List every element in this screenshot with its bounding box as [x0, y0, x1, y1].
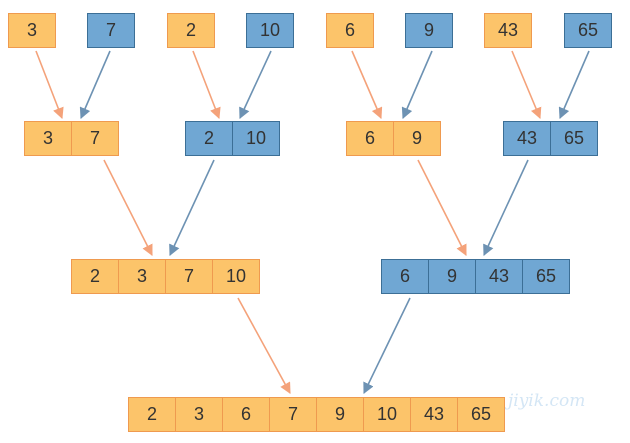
cell: 6: [381, 259, 429, 294]
blue-merge-arrow: [401, 50, 433, 120]
cell: 9: [405, 13, 453, 48]
level1-block-2: 7: [87, 13, 135, 48]
blue-merge-arrow: [483, 159, 529, 257]
level1-block-5: 6: [326, 13, 374, 48]
level2-block-3: 6 9: [346, 121, 441, 156]
blue-merge-arrow: [239, 50, 272, 120]
cell: 10: [363, 397, 411, 432]
cell: 65: [457, 397, 505, 432]
cell: 3: [118, 259, 166, 294]
cell: 9: [393, 121, 441, 156]
cell: 2: [128, 397, 176, 432]
cell: 43: [484, 13, 532, 48]
level1-block-7: 43: [484, 13, 532, 48]
cell: 2: [167, 13, 215, 48]
cell: 3: [175, 397, 223, 432]
cell: 6: [346, 121, 394, 156]
orange-merge-arrow: [511, 50, 542, 120]
level3-block-2: 6 9 43 65: [381, 259, 570, 294]
cell: 43: [503, 121, 551, 156]
orange-merge-arrow: [417, 159, 467, 256]
orange-merge-arrow: [351, 50, 383, 120]
level2-block-2: 2 10: [185, 121, 280, 156]
orange-merge-arrow: [103, 159, 153, 256]
level1-block-6: 9: [405, 13, 453, 48]
cell: 9: [428, 259, 476, 294]
cell: 2: [185, 121, 233, 156]
cell: 7: [269, 397, 317, 432]
cell: 7: [87, 13, 135, 48]
blue-merge-arrow: [79, 50, 111, 120]
cell: 10: [212, 259, 260, 294]
blue-merge-arrow: [558, 50, 590, 120]
cell: 6: [326, 13, 374, 48]
orange-merge-arrow: [35, 50, 64, 120]
cell: 10: [232, 121, 280, 156]
level1-block-8: 65: [564, 13, 612, 48]
cell: 7: [71, 121, 119, 156]
level2-block-1: 3 7: [24, 121, 119, 156]
cell: 43: [475, 259, 523, 294]
orange-merge-arrow: [237, 297, 291, 394]
level1-block-4: 10: [246, 13, 294, 48]
orange-merge-arrow: [192, 50, 221, 120]
level1-block-3: 2: [167, 13, 215, 48]
cell: 7: [165, 259, 213, 294]
level3-block-1: 2 3 7 10: [71, 259, 260, 294]
level1-block-1: 3: [8, 13, 56, 48]
cell: 65: [522, 259, 570, 294]
watermark: jiyik.com: [508, 391, 586, 411]
blue-merge-arrow: [169, 159, 215, 257]
cell: 6: [222, 397, 270, 432]
cell: 10: [246, 13, 294, 48]
level2-block-4: 43 65: [503, 121, 598, 156]
level4-merged-array: 2 3 6 7 9 10 43 65: [128, 397, 505, 432]
cell: 43: [410, 397, 458, 432]
blue-merge-arrow: [363, 297, 411, 395]
cell: 65: [550, 121, 598, 156]
cell: 2: [71, 259, 119, 294]
cell: 3: [24, 121, 72, 156]
cell: 65: [564, 13, 612, 48]
cell: 9: [316, 397, 364, 432]
cell: 3: [8, 13, 56, 48]
